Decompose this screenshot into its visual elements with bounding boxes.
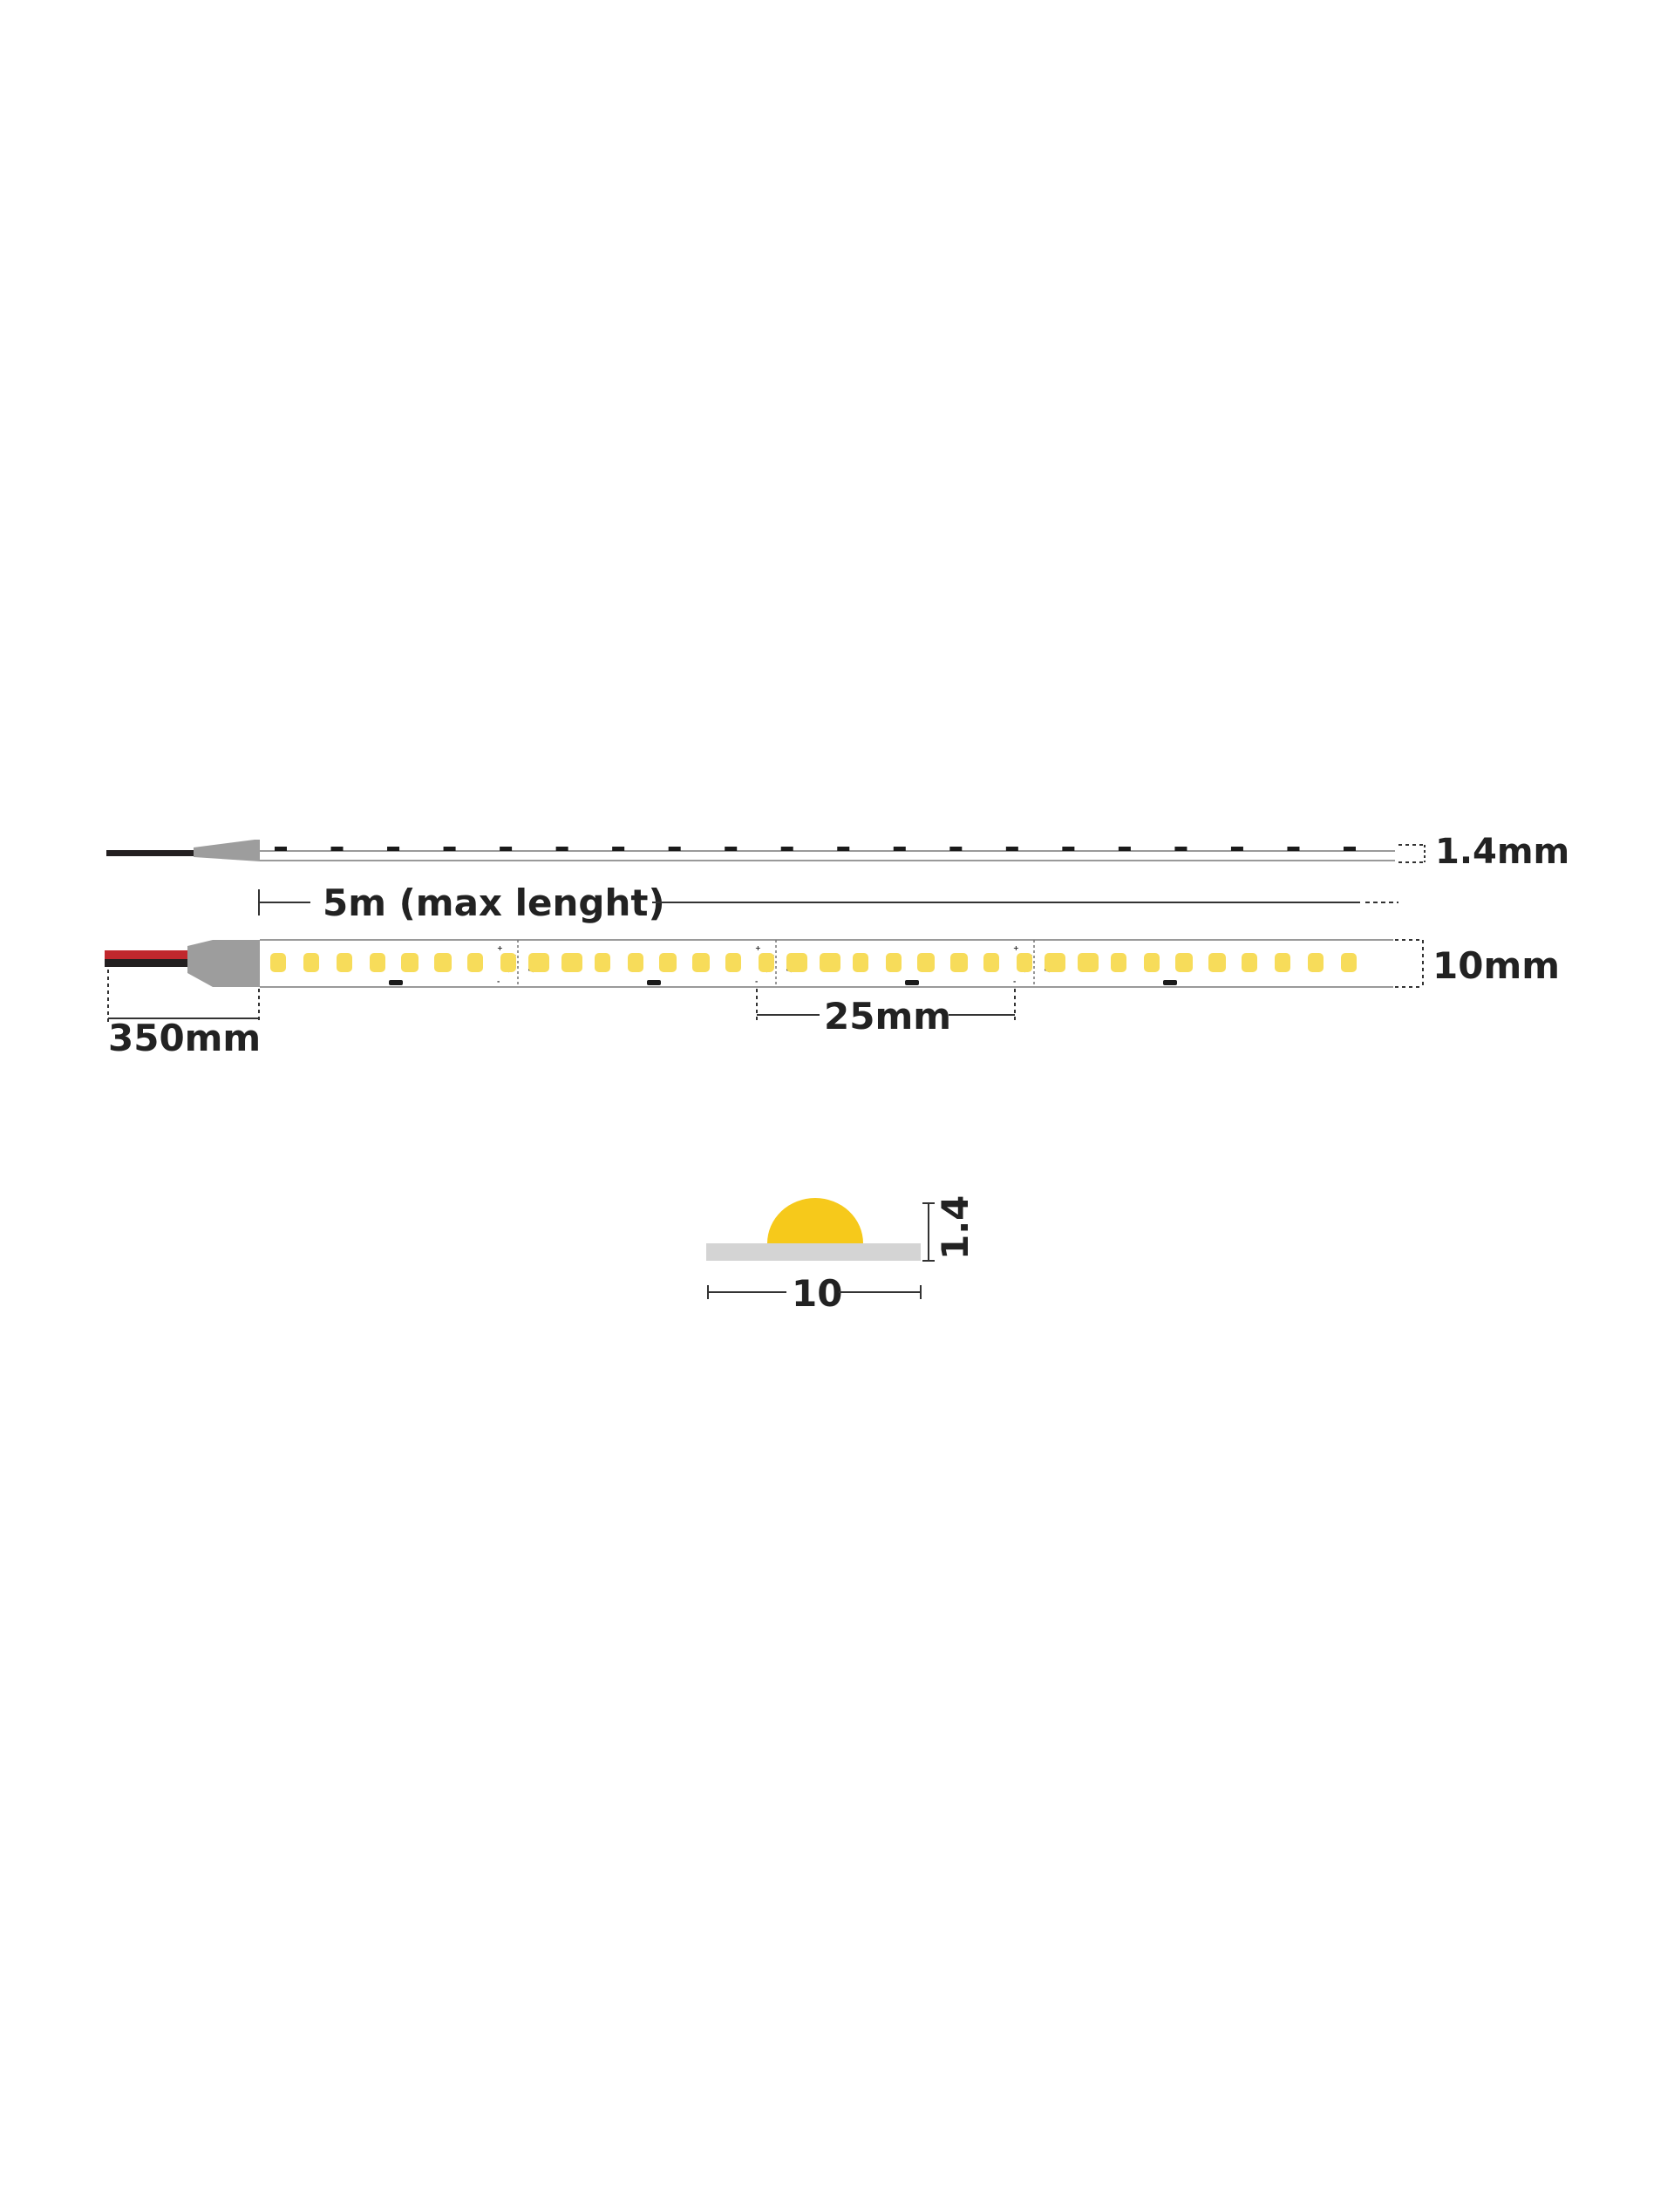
resistor-component bbox=[905, 980, 919, 985]
side-led-component bbox=[725, 847, 738, 851]
led-chip bbox=[983, 953, 999, 972]
led-chip bbox=[1017, 953, 1032, 972]
led-chip bbox=[1308, 953, 1324, 972]
resistor-component bbox=[1163, 980, 1177, 985]
profile-led-dome bbox=[767, 1198, 863, 1243]
led-chip bbox=[786, 953, 802, 972]
led-chip bbox=[337, 953, 352, 972]
led-chip bbox=[820, 953, 835, 972]
side-led-component bbox=[780, 847, 793, 851]
side-led-component bbox=[387, 847, 400, 851]
side-led-component bbox=[1287, 847, 1300, 851]
cable-red bbox=[105, 950, 199, 959]
side-connector bbox=[194, 840, 260, 861]
profile-base bbox=[706, 1243, 921, 1261]
led-chip bbox=[370, 953, 385, 972]
led-chip bbox=[692, 953, 708, 972]
thickness-label: 1.4mm bbox=[1435, 832, 1569, 872]
strip-segment: ✂24V24V+- bbox=[270, 940, 582, 987]
led-chip bbox=[1144, 953, 1160, 972]
led-chip bbox=[659, 953, 675, 972]
top-view: ✂24V24V+-✂24V24V+-✂24V24V+- 10mm bbox=[105, 939, 1560, 988]
profile-height-label: 1.4 bbox=[934, 1195, 976, 1260]
led-chip bbox=[595, 953, 610, 972]
profile-width-label: 10 bbox=[792, 1272, 842, 1315]
side-led-component bbox=[1062, 847, 1075, 851]
side-led-component bbox=[612, 847, 625, 851]
led-chip bbox=[759, 953, 774, 972]
side-led-component bbox=[275, 847, 287, 851]
side-components bbox=[275, 847, 1356, 851]
cable-dimension: 350mm bbox=[107, 970, 261, 1059]
led-chip bbox=[917, 953, 933, 972]
side-led-component bbox=[1005, 847, 1018, 851]
led-chip bbox=[561, 953, 577, 972]
led-chip bbox=[1045, 953, 1060, 972]
led-chip bbox=[628, 953, 643, 972]
side-led-component bbox=[1230, 847, 1243, 851]
side-led-component bbox=[949, 847, 963, 851]
side-led-component bbox=[443, 847, 456, 851]
led-chip bbox=[950, 953, 966, 972]
led-chip bbox=[853, 953, 868, 972]
cable-label: 350mm bbox=[108, 1017, 261, 1059]
side-led-component bbox=[837, 847, 850, 851]
led-chip bbox=[725, 953, 741, 972]
pad-minus-mark: - bbox=[755, 977, 758, 985]
side-view: 1.4mm bbox=[106, 832, 1569, 872]
resistor-component bbox=[389, 980, 403, 985]
side-led-component bbox=[555, 847, 568, 851]
pad-plus-mark: + bbox=[497, 944, 503, 952]
profile-view: 1.4 10 bbox=[706, 1195, 976, 1315]
side-led-component bbox=[1118, 847, 1131, 851]
pad-minus-mark: - bbox=[1013, 977, 1016, 985]
side-led-component bbox=[330, 847, 344, 851]
side-led-component bbox=[500, 847, 513, 851]
led-chip bbox=[1341, 953, 1357, 972]
led-chip bbox=[434, 953, 450, 972]
pad-plus-mark: + bbox=[755, 944, 761, 952]
led-chip bbox=[500, 953, 516, 972]
cable-black bbox=[105, 959, 199, 967]
side-led-component bbox=[1174, 847, 1187, 851]
segment-dimension: 25mm bbox=[756, 989, 1016, 1038]
led-chip bbox=[1175, 953, 1191, 972]
led-chip bbox=[528, 953, 544, 972]
side-led-component bbox=[893, 847, 906, 851]
led-chip bbox=[886, 953, 902, 972]
led-chip bbox=[467, 953, 483, 972]
led-chip bbox=[1208, 953, 1224, 972]
led-chip bbox=[401, 953, 417, 972]
led-chip bbox=[303, 953, 319, 972]
width-label: 10mm bbox=[1432, 944, 1560, 987]
pad-minus-mark: - bbox=[497, 977, 500, 985]
length-label: 5m (max lenght) bbox=[323, 881, 665, 924]
length-dimension: 5m (max lenght) bbox=[258, 881, 1398, 924]
led-chip bbox=[1111, 953, 1126, 972]
led-chip bbox=[270, 953, 286, 972]
side-led-component bbox=[668, 847, 681, 851]
resistor-component bbox=[647, 980, 661, 985]
strip-segment bbox=[1045, 953, 1357, 985]
side-led-component bbox=[1344, 847, 1356, 851]
pad-plus-mark: + bbox=[1013, 944, 1019, 952]
segment-label: 25mm bbox=[824, 995, 951, 1038]
led-chip bbox=[1275, 953, 1290, 972]
led-chip bbox=[1242, 953, 1257, 972]
side-cable bbox=[106, 850, 198, 856]
led-chip bbox=[1078, 953, 1093, 972]
strip-segments: ✂24V24V+-✂24V24V+-✂24V24V+- bbox=[270, 940, 1357, 987]
strip-connector bbox=[187, 940, 260, 987]
